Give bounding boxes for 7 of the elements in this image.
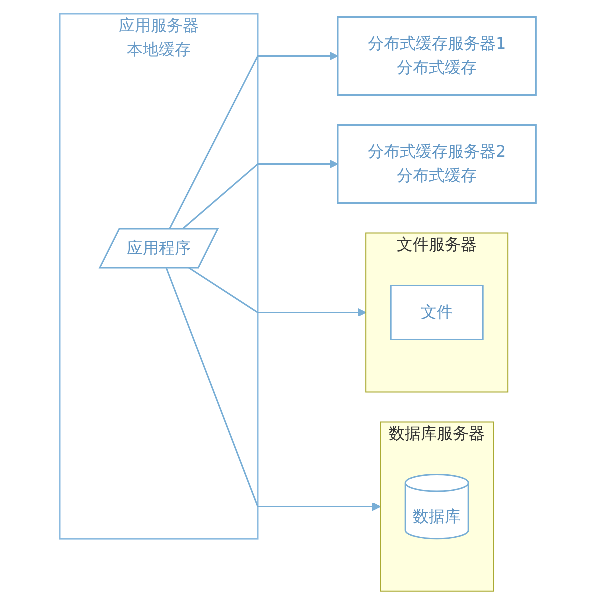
arrow	[168, 52, 338, 230]
arrow	[188, 267, 366, 317]
node-box: 文件	[390, 284, 484, 340]
arrow	[166, 268, 381, 512]
arrow	[182, 160, 338, 230]
node-box: 分布式缓存服务器2 分布式缓存	[337, 124, 537, 204]
node-box: 分布式缓存服务器1 分布式缓存	[337, 16, 537, 96]
